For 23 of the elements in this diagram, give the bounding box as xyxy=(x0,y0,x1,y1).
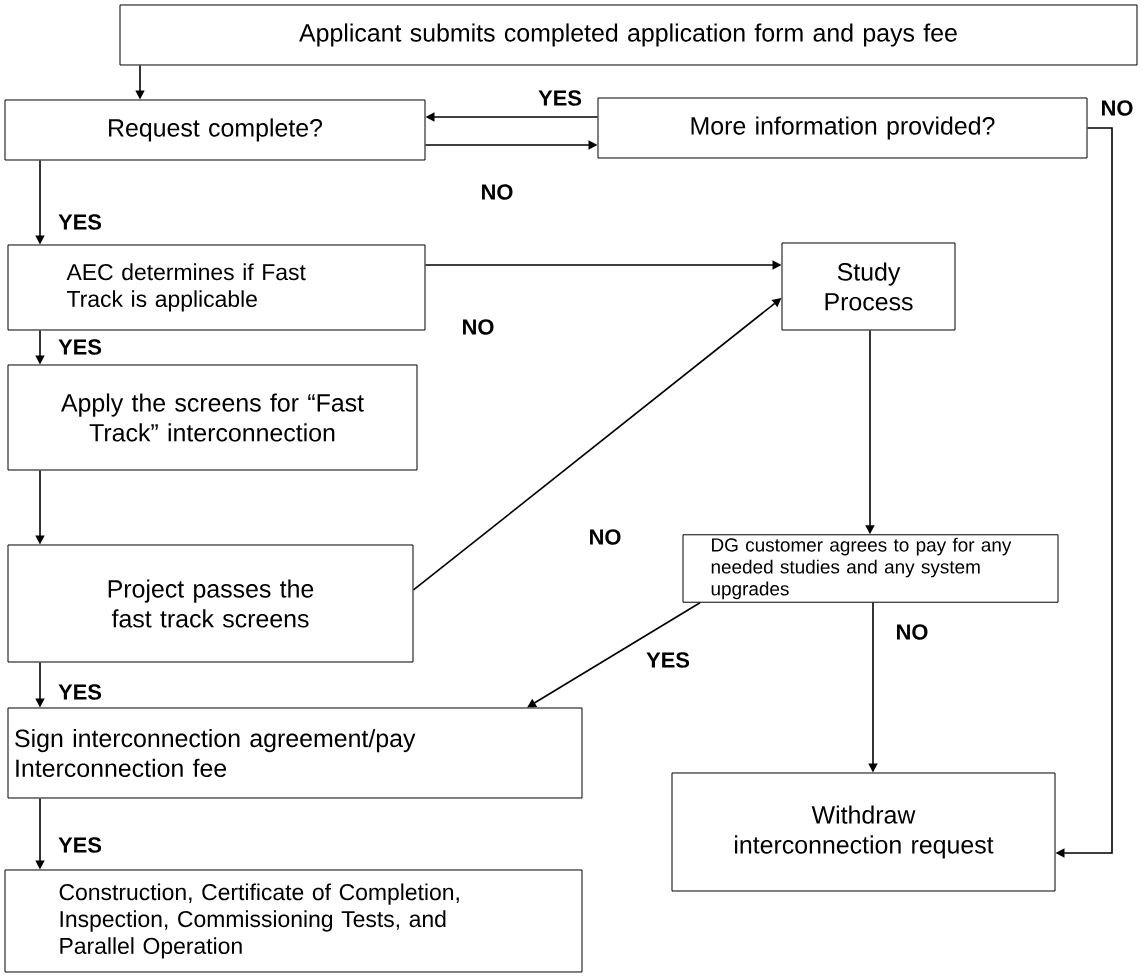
process-box: Project passes the fast track screens xyxy=(7,544,414,663)
edge-label: YES xyxy=(538,90,582,106)
edge-label: NO xyxy=(482,184,513,200)
edge-label: YES xyxy=(58,684,102,700)
edge-label: YES xyxy=(646,652,690,668)
edge-label: NO xyxy=(1102,100,1133,116)
process-box: DG customer agrees to pay for any needed studies and any system upgrades xyxy=(682,534,1059,603)
process-box: Request complete? xyxy=(4,99,426,161)
edge-label: YES xyxy=(58,339,102,355)
arrow xyxy=(527,601,701,708)
edge-label: NO xyxy=(897,624,928,640)
process-box: Sign interconnection agreement/pay Interconnection fee xyxy=(7,707,583,799)
process-box: Study Process xyxy=(781,242,956,331)
process-box: AEC determines if Fast Track is applicable xyxy=(7,244,426,331)
edge-label: YES xyxy=(58,214,102,230)
process-box: Construction, Certificate of Completion, Inspection, Commissioning Tests, and Parallel Operation xyxy=(4,869,583,973)
edge-label: NO xyxy=(463,319,494,335)
process-box: Apply the screens for “Fast Track” interconnection xyxy=(7,364,418,471)
process-box: More information provided? xyxy=(597,97,1088,159)
process-box: Withdraw interconnection request xyxy=(671,772,1056,892)
process-box: Applicant submits completed application form and pays fee xyxy=(119,4,1138,66)
edge-label: YES xyxy=(58,837,102,853)
edge-label: NO xyxy=(590,529,621,545)
